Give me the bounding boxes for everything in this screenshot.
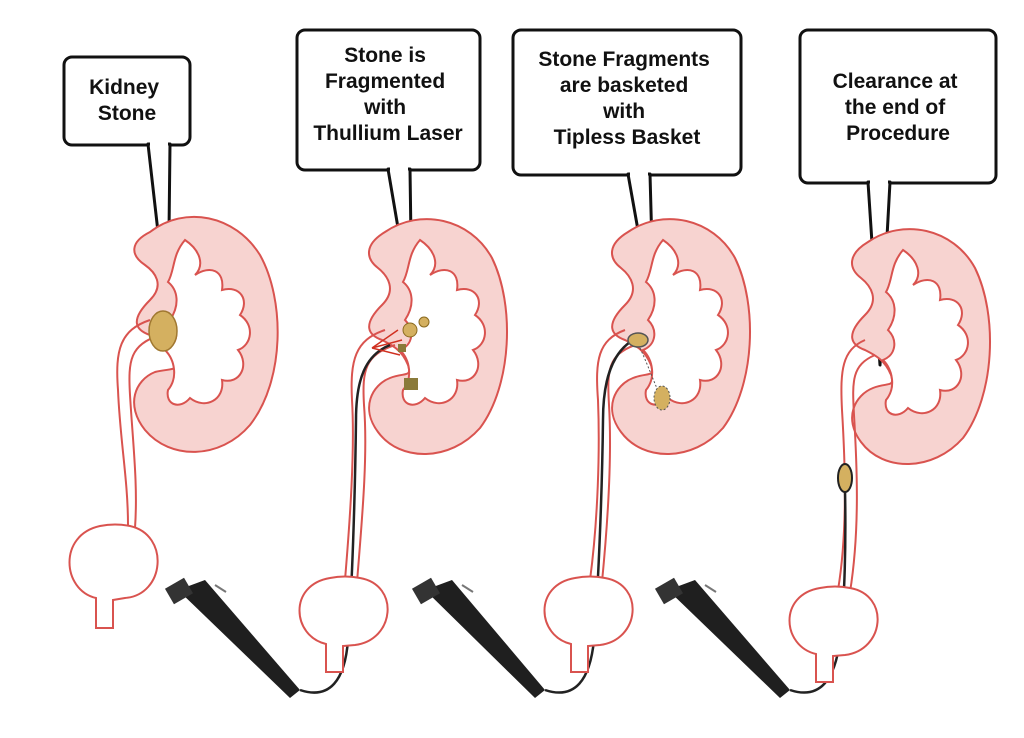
stone-fragment — [418, 316, 430, 328]
bladder — [788, 585, 879, 683]
callout-box — [798, 28, 998, 185]
panel-3: Stone Fragments are basketed with Tiples… — [511, 28, 752, 694]
callout-line: Stone Fragments — [538, 48, 710, 71]
svg-text:Kidney Stone: Kidney Stone — [89, 76, 165, 125]
ureter — [837, 339, 866, 591]
callout-clearance: Clearance at the end of Procedure — [798, 28, 998, 367]
callout-line: Procedure — [846, 122, 950, 145]
laser-beam — [371, 329, 403, 356]
ureter — [128, 334, 161, 529]
bladder — [68, 523, 159, 629]
stone-fragment — [404, 378, 418, 390]
callout-line: Thullium Laser — [313, 122, 462, 145]
callout-line: the end of — [845, 96, 946, 119]
scope-wire — [544, 340, 631, 694]
kidney-stone — [148, 310, 178, 352]
kidney-calyces — [398, 238, 486, 406]
panel-4: Clearance at the end of Procedure — [788, 28, 998, 694]
svg-text:Clearance at the end o: Clearance at the end of Procedure — [833, 70, 964, 145]
callout-line: Stone is — [344, 44, 426, 67]
scope-wire — [299, 343, 391, 694]
stone-fragment — [402, 322, 418, 338]
stone-fragment — [398, 344, 406, 352]
kidney-calyces — [881, 248, 969, 416]
stone-fragment — [837, 463, 853, 493]
ureteroscope-2 — [411, 577, 545, 698]
ureteroscope-3 — [654, 577, 790, 698]
callout-basket: Stone Fragments are basketed with Tiples… — [511, 28, 743, 322]
ureteroscope-1 — [164, 577, 300, 698]
ureter — [344, 329, 386, 581]
bladder — [543, 575, 634, 673]
svg-text:Stone is Fragmented: Stone is Fragmented with Thullium Laser — [313, 44, 462, 145]
callout-line: Clearance at — [833, 70, 958, 93]
kidney-calyces — [641, 238, 729, 406]
svg-text:Stone Fragments are ba: Stone Fragments are basketed with Tiples… — [538, 48, 715, 149]
ureter — [589, 329, 626, 581]
callout-line: are basketed — [560, 74, 688, 97]
stone-fragment — [653, 385, 671, 411]
callout-line: Stone — [98, 102, 156, 125]
callout-line: Tipless Basket — [554, 126, 701, 149]
callout-line: Kidney — [89, 76, 159, 99]
callout-line: Fragmented — [325, 70, 445, 93]
callout-line: with — [363, 96, 406, 119]
ureter — [849, 354, 876, 593]
callout-box — [62, 55, 192, 147]
panel-2: Stone is Fragmented with Thullium Laser — [295, 28, 509, 694]
basket — [627, 332, 649, 348]
basket-wire — [639, 347, 661, 396]
bladder — [298, 575, 389, 673]
ureter — [116, 319, 151, 526]
panel-1: Kidney Stone — [62, 55, 279, 629]
callout-line: with — [602, 100, 645, 123]
